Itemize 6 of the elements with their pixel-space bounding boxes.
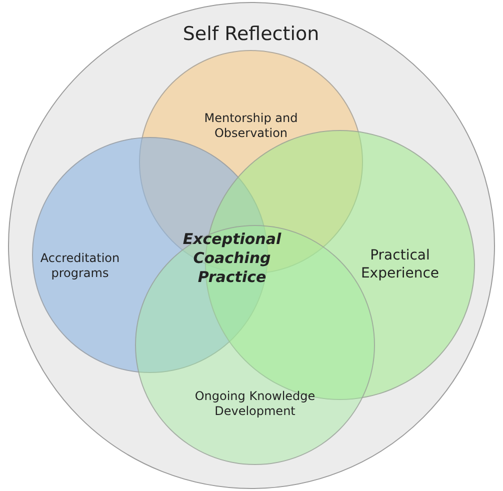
circle-label: Mentorship and Observation <box>203 111 299 141</box>
center-label: Exceptional Coaching Practice <box>182 230 282 286</box>
circle-label: Accreditation programs <box>39 251 121 281</box>
title-text: Self Reflection <box>182 23 320 47</box>
circle-label: Practical Experience <box>360 248 440 282</box>
circle-label: Ongoing Knowledge Development <box>194 389 316 419</box>
